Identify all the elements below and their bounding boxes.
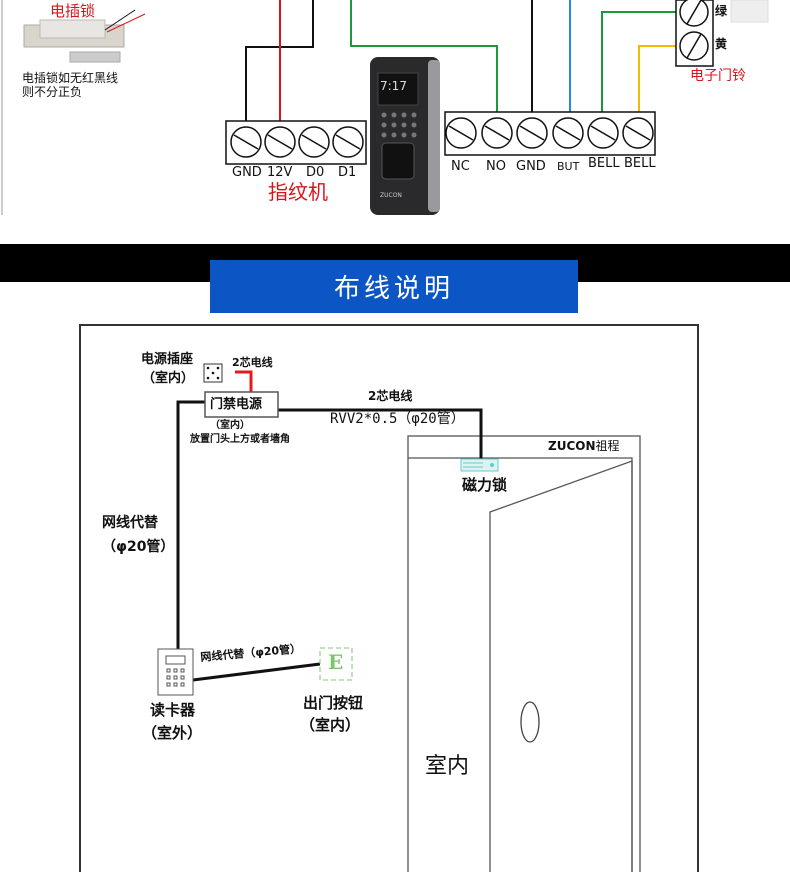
door-frame [407, 435, 641, 872]
yellow-wire-label: 黄 [715, 37, 728, 51]
terminal-label: BUT [557, 160, 580, 173]
exit-icon-letter: E [328, 650, 344, 674]
left-wire-spec: （φ20管） [102, 539, 175, 555]
green-wire-bell [601, 11, 680, 120]
psu-note: 放置门头上方或者墙角 [190, 434, 290, 445]
fingerprint-label: 指纹机 [268, 180, 328, 204]
terminal-label: BELL [588, 156, 620, 171]
terminal-label: BELL [624, 156, 656, 171]
brand-logo: ZUCON祖程 [548, 440, 620, 452]
doorbell-image [730, 0, 769, 23]
brand-cn: 祖程 [595, 439, 620, 453]
reader-sub: （室外） [142, 724, 203, 742]
card-reader-icon [157, 648, 194, 696]
exit-label: 出门按钮 [303, 694, 364, 712]
doorbell-label: 电子门铃 [690, 68, 746, 84]
reader-terminal-block [225, 120, 367, 165]
bell-terminal-block [675, 0, 714, 67]
socket-wire-label: 2芯电线 [232, 356, 273, 369]
diagram-frame [79, 324, 699, 872]
section-title: 布线说明 [210, 260, 578, 313]
exit-sub: （室内） [300, 716, 361, 734]
terminal-label: NC [451, 159, 470, 174]
door-handle [520, 701, 540, 743]
lock-note-1: 电插锁如无红黑线 [22, 71, 119, 85]
maglock-icon [460, 458, 499, 472]
exit-button-cable [192, 662, 321, 682]
device-brand: ZUCON [380, 192, 402, 199]
yellow-wire-bell [638, 45, 680, 120]
terminal-label: D0 [306, 165, 325, 180]
device-screen-time: 7:17 [380, 79, 407, 93]
lock-title: 电插锁 [50, 2, 96, 20]
terminal-label: D1 [338, 165, 357, 180]
access-power-box [204, 391, 279, 418]
door-leaf [489, 460, 633, 872]
terminal-label: GND [516, 159, 546, 174]
left-wire-label: 网线代替 [102, 515, 158, 531]
reader-label: 读卡器 [150, 701, 196, 719]
green-wire-no [350, 0, 498, 120]
electric-lock-image [23, 9, 146, 63]
lock-wire-spec: RVV2*0.5（φ20管） [330, 411, 465, 427]
socket-sub: （室内） [142, 371, 195, 386]
fingerprint-device-image [370, 57, 440, 215]
lock-wire-label: 2芯电线 [368, 389, 413, 403]
socket-label: 电源插座 [141, 352, 194, 367]
green-wire-label: 绿 [715, 4, 728, 18]
maglock-label: 磁力锁 [462, 476, 508, 494]
terminal-label: GND [232, 165, 262, 180]
exit-button-icon [319, 647, 353, 681]
reader-cable [176, 400, 205, 650]
psu-sub: （室内） [210, 420, 250, 431]
indoor-label: 室内 [425, 754, 470, 779]
output-terminal-block [444, 111, 656, 156]
terminal-label: 12V [267, 165, 293, 180]
lock-cable [278, 408, 483, 462]
psu-label: 门禁电源 [210, 397, 263, 412]
terminal-label: NO [486, 159, 506, 174]
red-power-wire [235, 370, 253, 392]
power-socket-icon [203, 363, 223, 383]
lock-note-2: 则不分正负 [22, 85, 83, 99]
brand-name: ZUCON [548, 439, 596, 453]
